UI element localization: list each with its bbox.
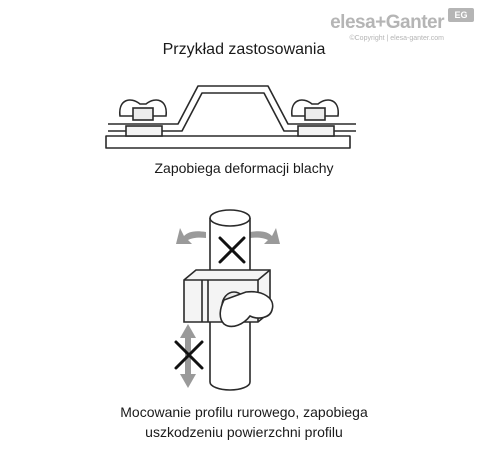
clamp-knob <box>219 290 274 328</box>
figure2-caption-line1: Mocowanie profilu rurowego, zapobiega <box>120 404 368 420</box>
figure1-caption: Zapobiega deformacji blachy <box>154 160 334 176</box>
cross-top-icon <box>218 236 246 264</box>
base-plate <box>105 135 351 149</box>
tube-top <box>209 209 251 227</box>
right-knob <box>291 99 339 137</box>
figure2-caption: Mocowanie profilu rurowego, zapobiega us… <box>0 402 488 442</box>
rotation-arrows <box>176 228 280 244</box>
brand-badge: EG <box>448 8 474 22</box>
brand-name: elesa+Ganter <box>330 12 444 33</box>
left-knob <box>119 99 167 137</box>
formed-sheet-inner <box>108 92 356 132</box>
formed-sheet-outer <box>108 85 356 125</box>
figure2-caption-line2: uszkodzeniu powierzchni profilu <box>145 424 343 440</box>
brand-logo: elesa+Ganter EG ©Copyright | elesa-gante… <box>284 8 474 48</box>
brand-copyright: ©Copyright | elesa-ganter.com <box>349 35 444 42</box>
page-title: Przykład zastosowania <box>162 41 326 58</box>
cross-bottom-icon <box>174 340 204 370</box>
